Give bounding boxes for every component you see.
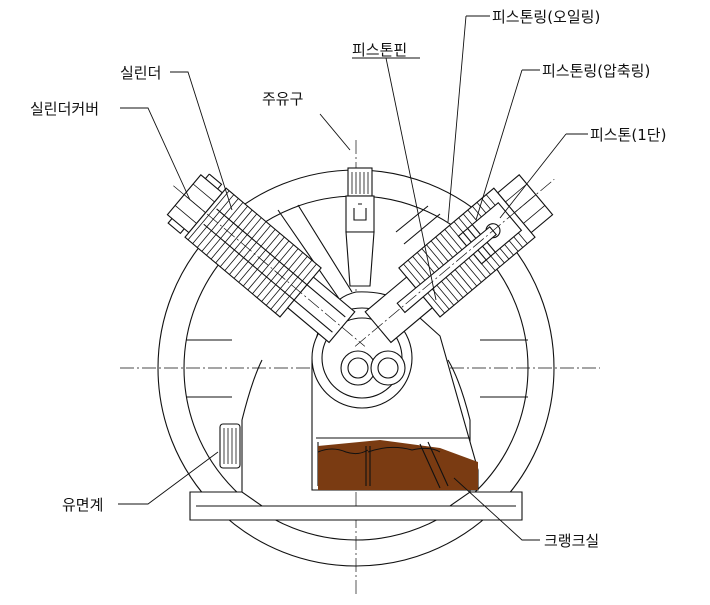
crank-pin <box>370 350 406 386</box>
label-oil-gauge: 유면계 <box>62 496 103 514</box>
oil-inlet-port <box>345 167 375 287</box>
left-cylinder <box>166 173 366 347</box>
label-cylinder-cover: 실린더커버 <box>30 100 99 118</box>
label-piston-pin: 피스톤핀 <box>352 41 407 59</box>
flywheel-spokes <box>186 204 528 398</box>
crank-shaft <box>340 350 376 386</box>
crankcase-housing <box>311 291 479 491</box>
oil-level-gauge <box>219 423 241 469</box>
label-piston: 피스톤(1단) <box>590 126 666 144</box>
labels: 피스톤링(오일링) 피스톤핀 피스톤링(압축링) 실린더 주유구 실린더커버 피… <box>30 8 666 550</box>
label-cylinder: 실린더 <box>120 64 161 82</box>
label-piston-ring-compression: 피스톤링(압축링) <box>542 62 650 80</box>
leader-lines <box>118 15 588 541</box>
label-piston-ring-oil: 피스톤링(오일링) <box>492 8 600 26</box>
label-crankcase: 크랭크실 <box>544 532 599 550</box>
label-oil-inlet: 주유구 <box>262 90 303 108</box>
